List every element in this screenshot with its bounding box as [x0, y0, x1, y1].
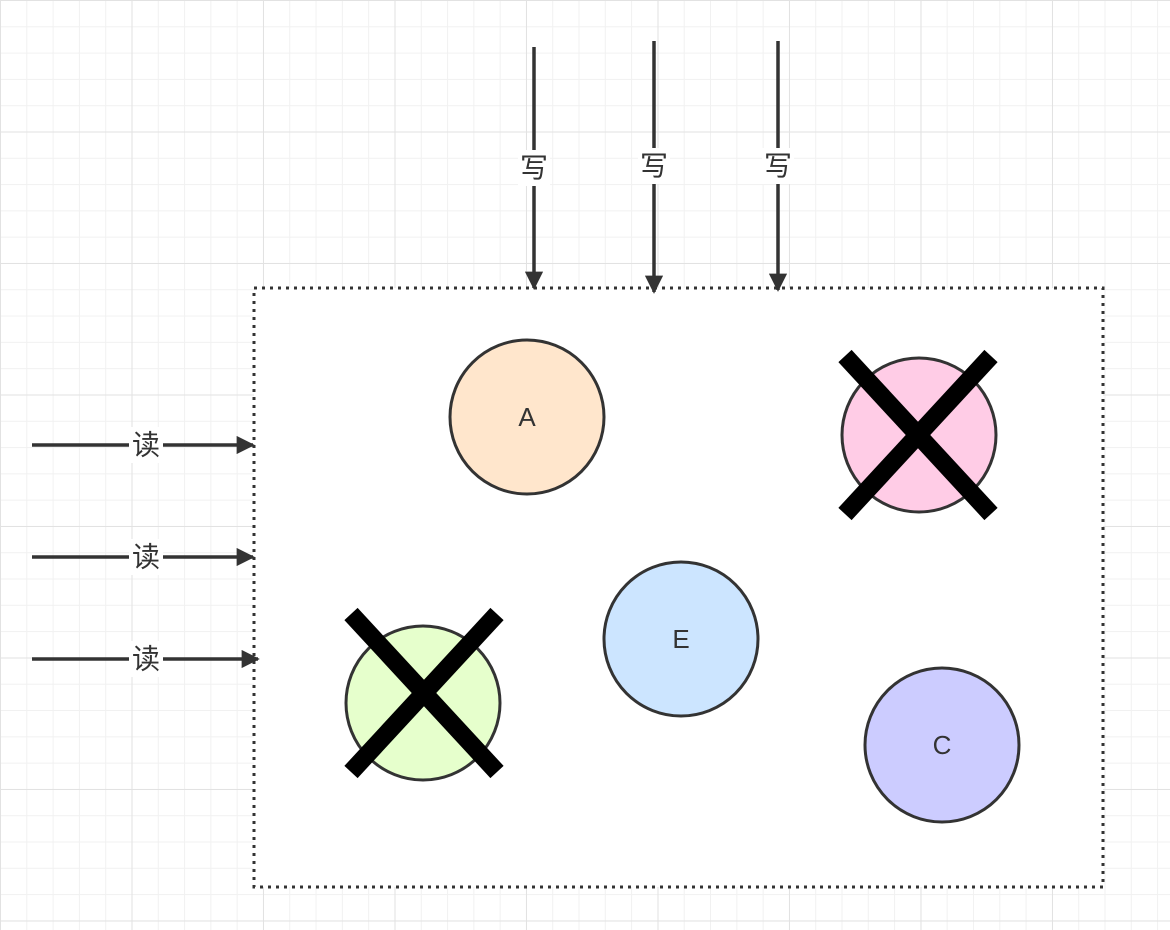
cross-mark-icon: [344, 607, 504, 779]
node-c-label: C: [933, 730, 952, 760]
write-label-2: 写: [640, 150, 668, 183]
node-a: A: [448, 338, 606, 496]
write-label-3: 写: [764, 150, 792, 183]
node-e: E: [602, 560, 760, 718]
node-e-label: E: [672, 624, 689, 654]
cross-mark-icon: [838, 349, 998, 521]
node-c: C: [863, 666, 1021, 824]
read-label-1: 读: [132, 429, 160, 462]
read-arrow-1: 读: [32, 427, 255, 463]
node-c-shape: [863, 666, 1021, 824]
write-arrow-1: 写: [518, 47, 550, 290]
read-label-2: 读: [132, 541, 160, 574]
read-label-3: 读: [132, 643, 160, 676]
node-a-label: A: [518, 402, 536, 432]
node-green-removed: [344, 607, 504, 782]
read-arrow-2: 读: [32, 539, 255, 575]
node-pink-removed: [838, 349, 998, 521]
write-arrow-3: 写: [762, 41, 794, 292]
node-a-shape: [448, 338, 606, 496]
node-e-shape: [602, 560, 760, 718]
read-arrow-3: 读: [32, 641, 260, 677]
write-arrow-2: 写: [638, 41, 670, 294]
write-label-1: 写: [520, 152, 548, 185]
